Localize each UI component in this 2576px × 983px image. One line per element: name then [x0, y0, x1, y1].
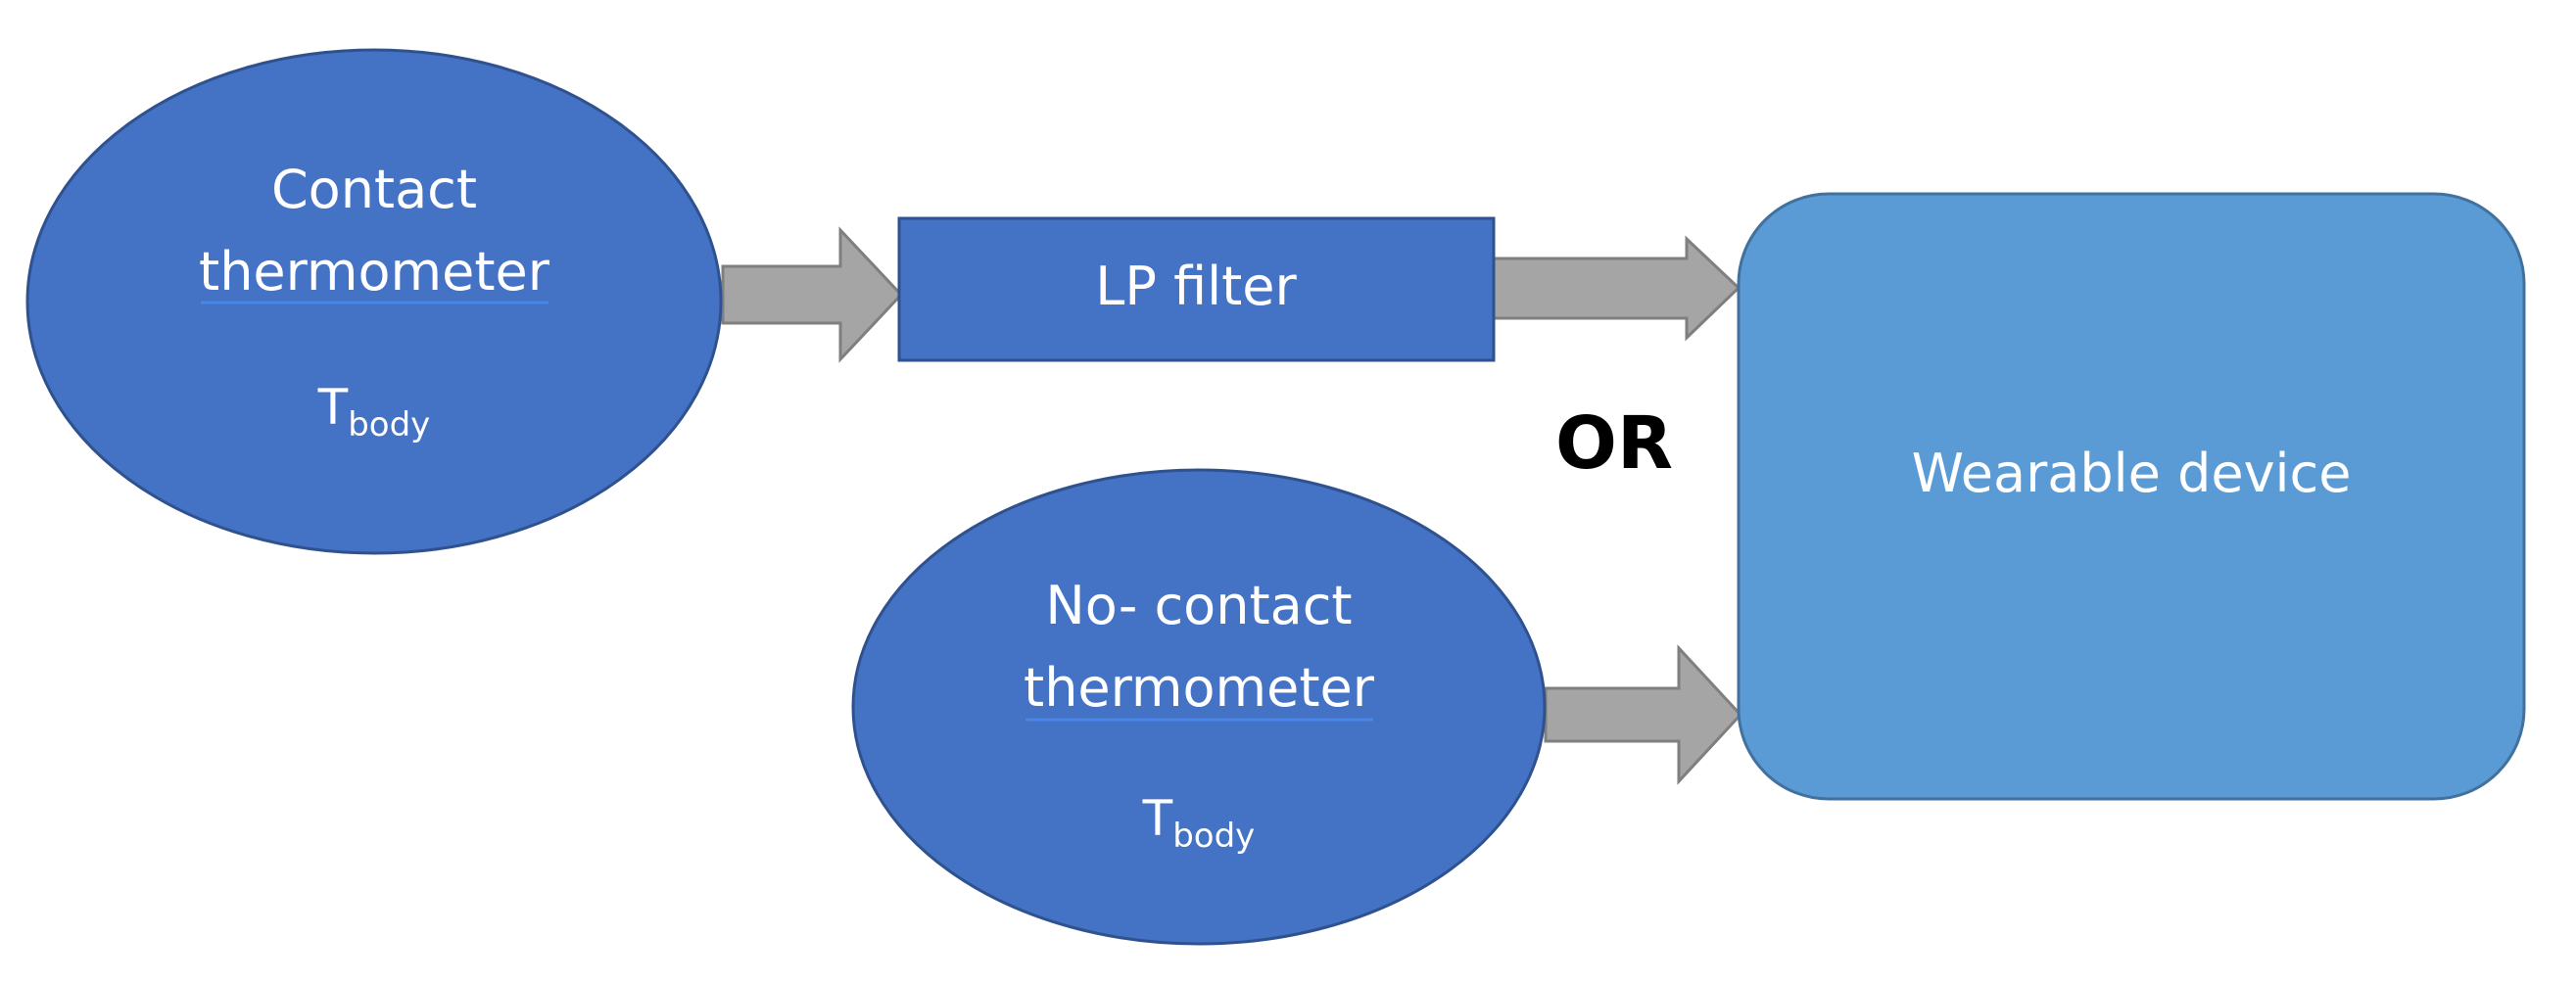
lp-filter-node: LP filter	[897, 216, 1496, 362]
wearable-device-node: Wearable device	[1737, 192, 2526, 801]
no-contact-thermometer-measure-sub: body	[1172, 817, 1255, 856]
arrow-filter-to-device	[1492, 235, 1741, 342]
arrow-nocontact-to-device	[1544, 644, 1743, 785]
lp-filter-label: LP filter	[1095, 256, 1297, 317]
no-contact-thermometer-label-line1: No- contact	[1045, 575, 1352, 636]
contact-thermometer-node: Contact thermometer Tbody	[25, 48, 723, 555]
contact-thermometer-measure-main: T	[317, 379, 349, 436]
contact-thermometer-label-line2: thermometer	[199, 241, 550, 303]
contact-thermometer-label-line1: Contact	[271, 159, 477, 220]
no-contact-thermometer-measure: Tbody	[1142, 790, 1256, 856]
lp-filter-box	[897, 216, 1496, 362]
contact-thermometer-measure-sub: body	[348, 405, 430, 445]
no-contact-thermometer-measure-main: T	[1142, 790, 1173, 847]
contact-thermometer-measure: Tbody	[317, 379, 431, 445]
wearable-device-box	[1737, 192, 2526, 801]
arrow-contact-to-filter	[721, 226, 904, 363]
or-label: OR	[1555, 401, 1673, 486]
no-contact-thermometer-label-line2: thermometer	[1024, 657, 1375, 719]
wearable-device-label: Wearable device	[1912, 443, 2352, 504]
no-contact-thermometer-ellipse	[851, 468, 1547, 946]
no-contact-thermometer-node: No- contact thermometer Tbody	[851, 468, 1547, 946]
